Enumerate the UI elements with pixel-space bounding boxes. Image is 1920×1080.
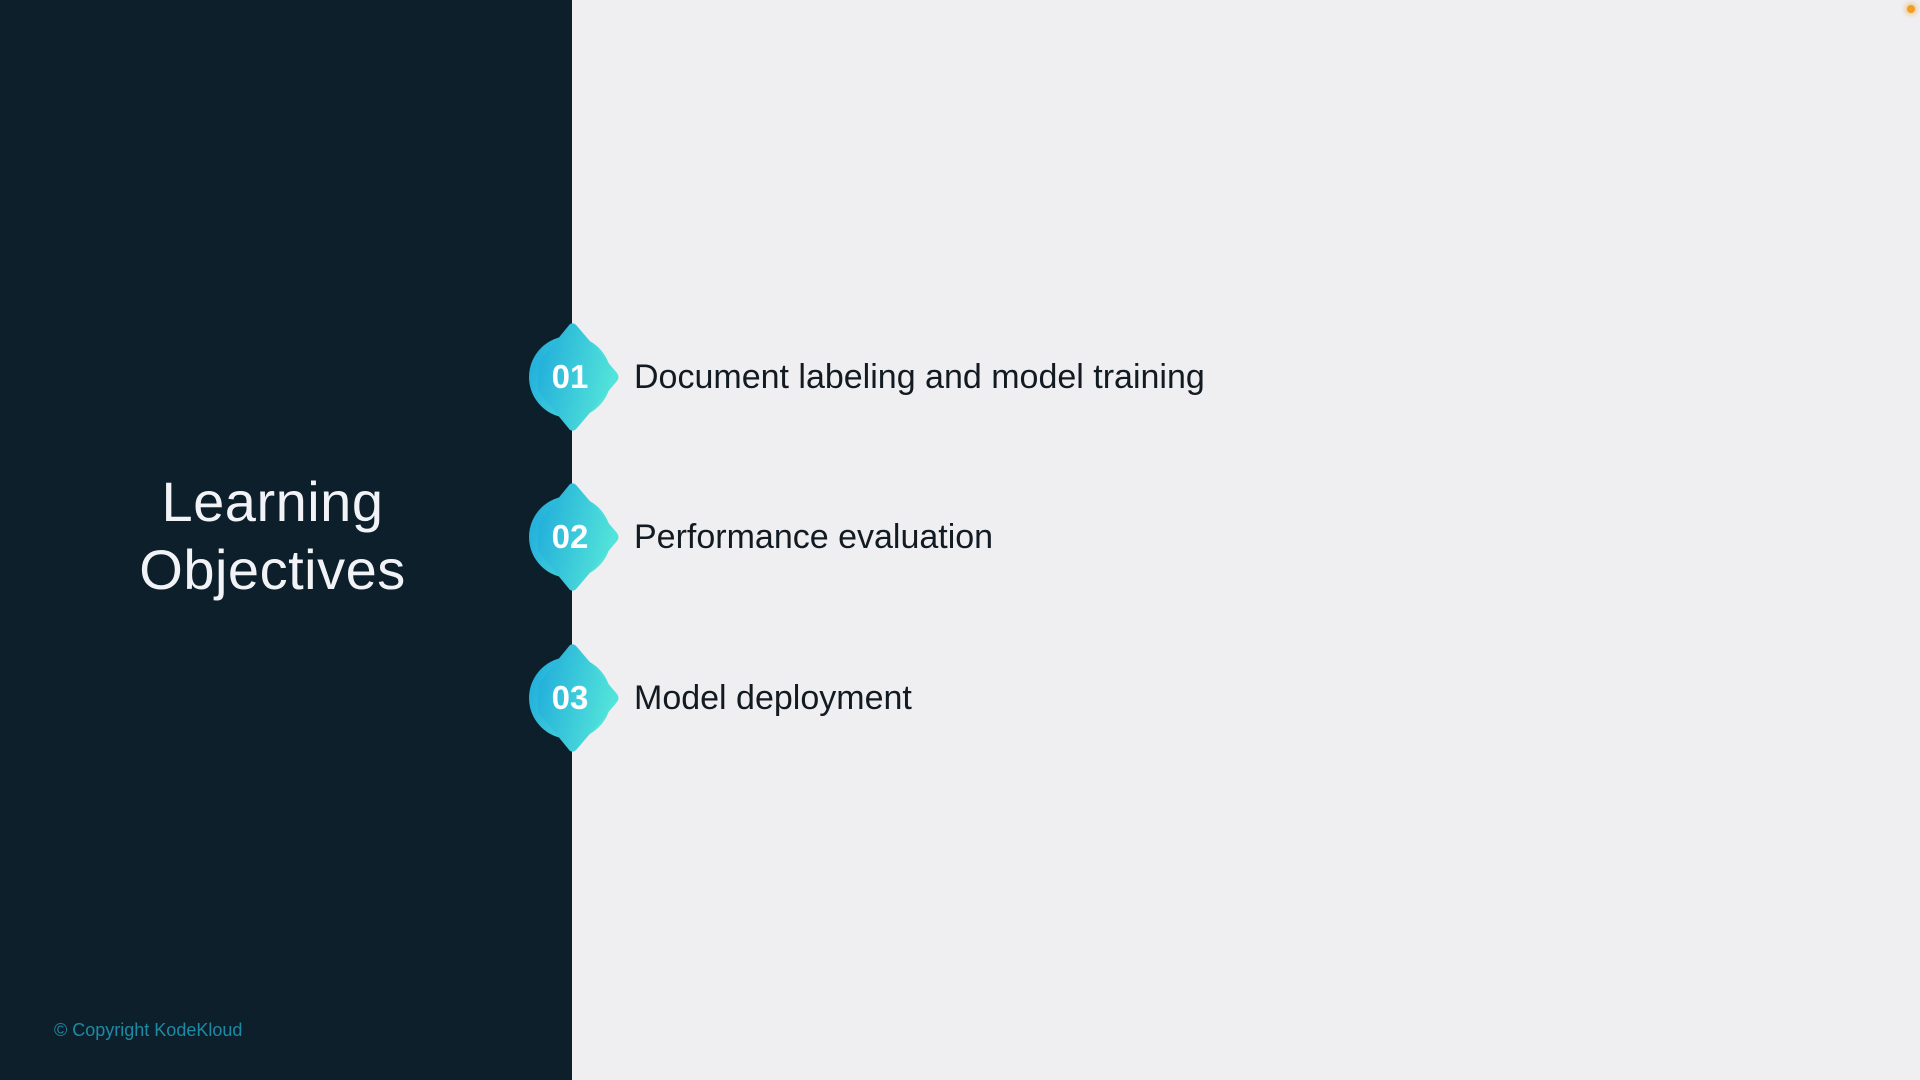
objective-item-2: 02 Performance evaluation bbox=[528, 481, 1428, 593]
badge-number: 01 bbox=[551, 358, 589, 395]
objective-item-3: 03 Model deployment bbox=[528, 642, 1428, 754]
title-line-1: Learning bbox=[161, 470, 384, 533]
badge-number: 03 bbox=[551, 679, 589, 716]
slide-title: Learning Objectives bbox=[0, 468, 545, 604]
number-badge-icon: 02 bbox=[528, 481, 620, 593]
objective-label: Model deployment bbox=[634, 679, 912, 717]
title-line-2: Objectives bbox=[139, 538, 406, 601]
badge-number: 02 bbox=[551, 518, 589, 555]
recording-indicator-icon bbox=[1907, 5, 1915, 13]
number-badge-icon: 03 bbox=[528, 642, 620, 754]
objective-item-1: 01 Document labeling and model training bbox=[528, 321, 1428, 433]
number-badge-icon: 01 bbox=[528, 321, 620, 433]
objective-label: Document labeling and model training bbox=[634, 358, 1205, 396]
objective-label: Performance evaluation bbox=[634, 518, 994, 556]
left-title-panel: Learning Objectives © Copyright KodeKlou… bbox=[0, 0, 572, 1080]
copyright-notice: © Copyright KodeKloud bbox=[54, 1020, 243, 1040]
